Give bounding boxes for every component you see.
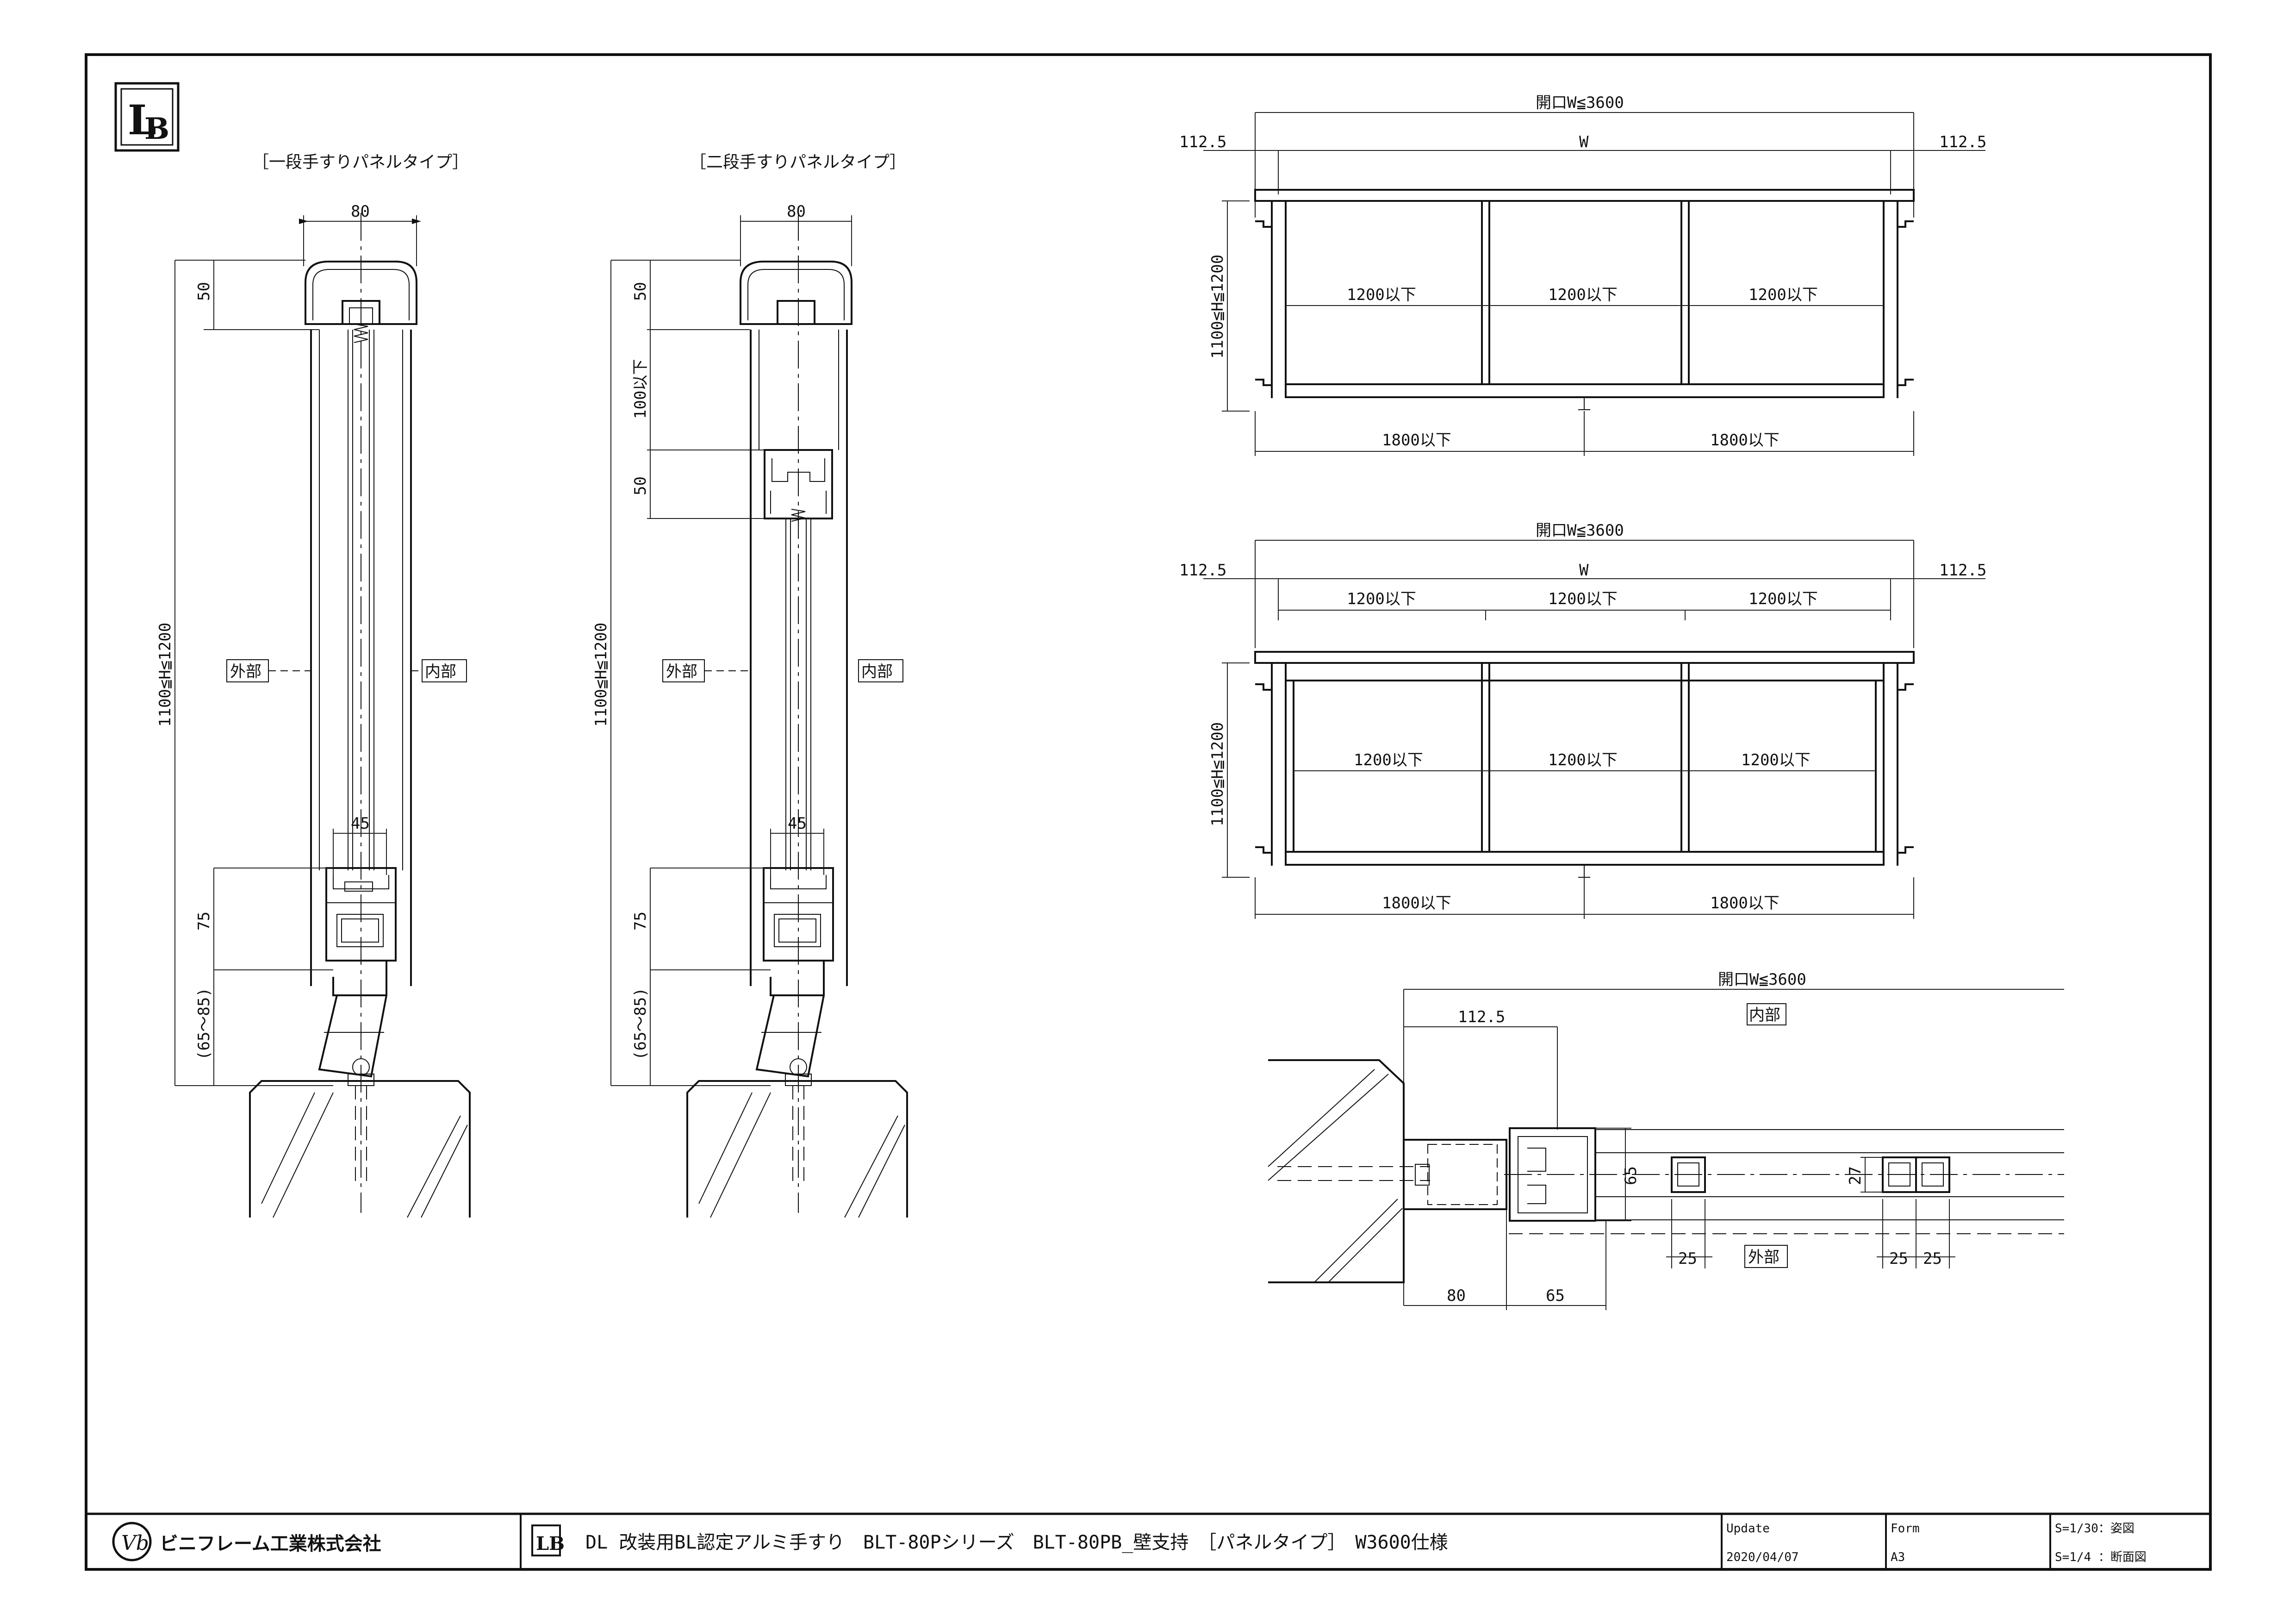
title-lb-icon: LB <box>531 1524 565 1556</box>
section-one-dim-45: 45 <box>351 814 370 833</box>
elevation-two-edge-right: 112.5 <box>1939 561 1986 580</box>
elevation-one-height: 1100≦H≦1200 <box>1208 255 1227 359</box>
company-name: ビニフレーム工業株式会社 <box>160 1533 381 1555</box>
elevation-one-width: W <box>1579 133 1589 151</box>
elevation-two-top-panel-1: 1200以下 <box>1347 590 1416 608</box>
plan-edge: 112.5 <box>1458 1008 1505 1026</box>
plan-outside: 外部 <box>1748 1248 1780 1267</box>
section-one-dim-gap: (65～85) <box>195 987 213 1060</box>
lb-logo: L B <box>114 82 180 152</box>
elevation-two-height: 1100≦H≦1200 <box>1208 722 1227 826</box>
section-two-dim-gap: (65～85) <box>631 987 650 1060</box>
plan-dim-27: 27 <box>1846 1166 1865 1185</box>
section-one-drawing: ［一段手すりパネルタイプ］ 80 50 1100≦H≦1200 外部 <box>156 153 471 1218</box>
update-date: 2020/04/07 <box>1726 1550 1799 1564</box>
elevation-two-span-2: 1800以下 <box>1710 894 1780 912</box>
elevation-one-opening: 開口W≦3600 <box>1536 94 1624 112</box>
elevation-one-panel-3: 1200以下 <box>1748 286 1818 304</box>
svg-text:B: B <box>144 112 169 146</box>
elevation-one-edge-left: 112.5 <box>1179 133 1226 151</box>
elevation-two-top-panel-2: 1200以下 <box>1548 590 1618 608</box>
plan-opening: 開口W≦3600 <box>1718 970 1806 989</box>
elevation-two-opening: 開口W≦3600 <box>1536 521 1624 540</box>
section-two-inside: 内部 <box>861 662 893 681</box>
plan-section-drawing: 開口W≦3600 112.5 内部 65 <box>1268 970 2064 1310</box>
form-label: Form <box>1891 1522 1920 1536</box>
elevation-one-span-2: 1800以下 <box>1710 431 1780 450</box>
company-logo: Vb <box>112 1522 152 1562</box>
elevation-two-span-1: 1800以下 <box>1382 894 1451 912</box>
elevation-two-panel-3: 1200以下 <box>1741 751 1811 769</box>
section-one-title: ［一段手すりパネルタイプ］ <box>252 153 469 172</box>
plan-dim-25c: 25 <box>1923 1249 1942 1268</box>
section-two-outside: 外部 <box>666 662 697 681</box>
sheet-border <box>85 53 2212 1571</box>
section-two-dim-80: 80 <box>787 202 806 221</box>
section-two-dim-height: 1100≦H≦1200 <box>592 623 610 727</box>
update-label: Update <box>1726 1522 1770 1536</box>
elevation-two-panel-1: 1200以下 <box>1354 751 1423 769</box>
elevation-one-drawing: 開口W≦3600 112.5 W 112.5 1100≦H≦1200 <box>1179 94 1986 456</box>
elevation-two-top-panel-3: 1200以下 <box>1748 590 1818 608</box>
plan-dim-25a: 25 <box>1678 1249 1697 1268</box>
section-two-dim-50a: 50 <box>631 282 650 301</box>
svg-text:L: L <box>128 96 156 144</box>
svg-text:Vb: Vb <box>121 1531 149 1555</box>
section-one-inside: 内部 <box>425 662 456 681</box>
section-two-dim-50b: 50 <box>631 476 650 495</box>
elevation-two-drawing: 開口W≦3600 112.5 W 112.5 1200以下 1200以下 120… <box>1179 521 1986 919</box>
section-one-outside: 外部 <box>230 662 261 681</box>
elevation-one-panel-2: 1200以下 <box>1548 286 1618 304</box>
scale-2: S=1/4 ：断面図 <box>2055 1550 2147 1564</box>
elevation-one-span-1: 1800以下 <box>1382 431 1451 450</box>
scale-1: S=1/30：姿図 <box>2055 1522 2134 1536</box>
section-two-drawing: ［二段手すりパネルタイプ］ 80 50 100以下 50 1100≦H≦1200 <box>592 153 908 1218</box>
elevation-two-panel-2: 1200以下 <box>1548 751 1618 769</box>
section-two-title: ［二段手すりパネルタイプ］ <box>690 153 906 172</box>
drawing-title: DL 改装用BL認定アルミ手すり BLT-80Pシリーズ BLT-80PB_壁支… <box>585 1532 1448 1553</box>
plan-dim-25b: 25 <box>1889 1249 1908 1268</box>
elevation-one-panel-1: 1200以下 <box>1347 286 1416 304</box>
section-one-dim-50: 50 <box>195 282 213 301</box>
section-one-dim-75: 75 <box>195 912 213 931</box>
section-one-dim-height: 1100≦H≦1200 <box>156 623 174 727</box>
elevation-two-width: W <box>1579 561 1589 580</box>
plan-dim-65b: 65 <box>1546 1287 1565 1305</box>
elevation-two-edge-left: 112.5 <box>1179 561 1226 580</box>
svg-text:LB: LB <box>536 1533 565 1555</box>
section-two-dim-45: 45 <box>788 814 807 833</box>
plan-inside: 内部 <box>1749 1006 1780 1024</box>
section-two-dim-75: 75 <box>631 912 650 931</box>
section-two-dim-100: 100以下 <box>631 359 650 419</box>
section-one-dim-80: 80 <box>351 202 370 221</box>
plan-dim-80: 80 <box>1447 1287 1466 1305</box>
title-block: Vb ビニフレーム工業株式会社 LB DL 改装用BL認定アルミ手すり BLT-… <box>86 1512 2210 1569</box>
form-value: A3 <box>1891 1550 1905 1564</box>
elevation-one-edge-right: 112.5 <box>1939 133 1986 151</box>
plan-dim-65: 65 <box>1622 1166 1640 1185</box>
